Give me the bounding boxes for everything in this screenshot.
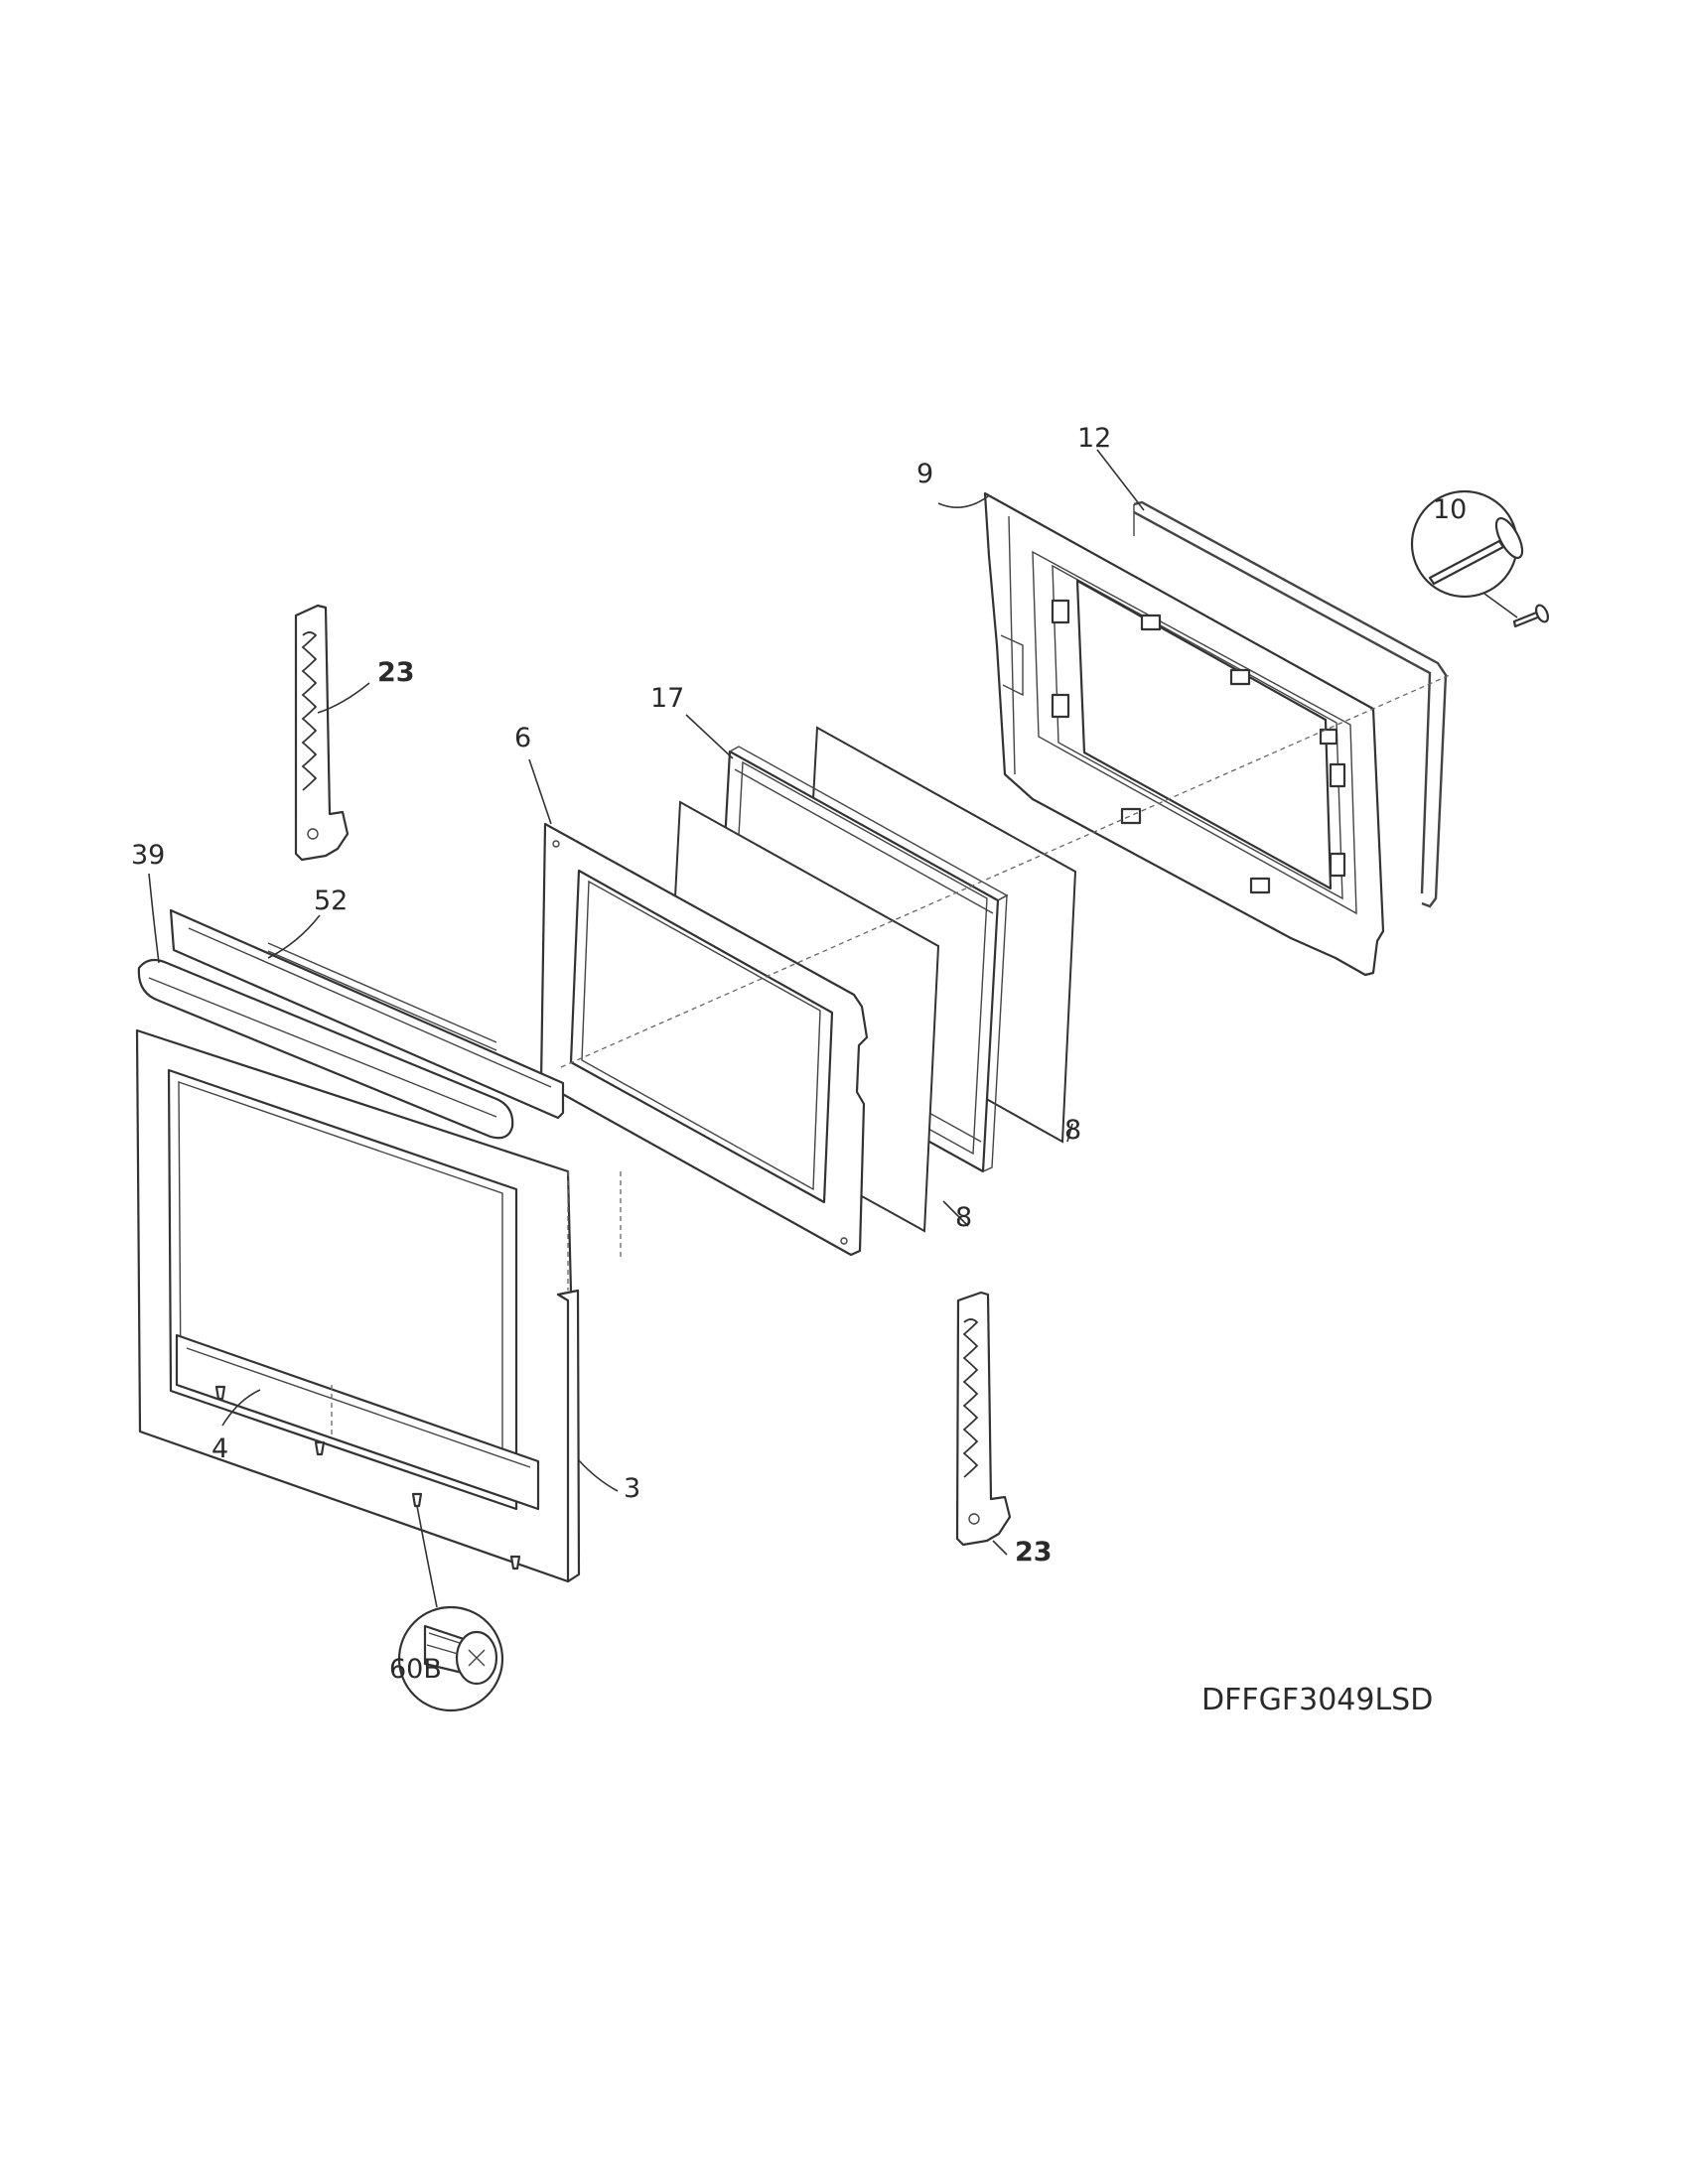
outer-door-panel-part-3: [135, 1028, 581, 1583]
leader-lines: [148, 449, 1145, 1608]
door-hinge-part-23-upper: [294, 604, 350, 862]
callout-8-rear: 8: [1064, 1115, 1081, 1146]
callout-9: 9: [916, 459, 933, 489]
callout-23-upper: 23: [377, 657, 415, 688]
callout-10: 10: [1433, 494, 1467, 525]
callout-52: 52: [314, 886, 348, 916]
callout-39: 39: [131, 840, 165, 871]
callout-4: 4: [211, 1433, 228, 1464]
bolt-inset-part-10: [1410, 489, 1524, 599]
callout-60b: 60B: [389, 1654, 442, 1685]
door-gasket-part-12: [1133, 500, 1448, 908]
bolt-part-10: [1483, 593, 1550, 628]
callout-labels: 9 12 10 17 6 23 39 52 8 8 4 3 23 60B: [131, 423, 1467, 1685]
callout-12: 12: [1077, 423, 1111, 454]
model-code: DFFGF3049LSD: [1201, 1683, 1433, 1717]
callout-6: 6: [514, 723, 531, 753]
assembly-centerlines: [331, 674, 1451, 1434]
door-hinge-part-23-lower: [955, 1291, 1012, 1547]
callout-23-lower: 23: [1015, 1537, 1053, 1568]
screw-inset-part-60b: [397, 1605, 504, 1712]
top-trim-part-52: [169, 908, 565, 1120]
callout-17: 17: [650, 683, 684, 714]
glass-retainer-frame-part-6: [539, 822, 869, 1257]
inner-door-liner-part-9: [983, 491, 1385, 977]
callout-8-front: 8: [955, 1202, 972, 1233]
callout-3: 3: [624, 1473, 640, 1504]
door-screws: [214, 1385, 521, 1570]
